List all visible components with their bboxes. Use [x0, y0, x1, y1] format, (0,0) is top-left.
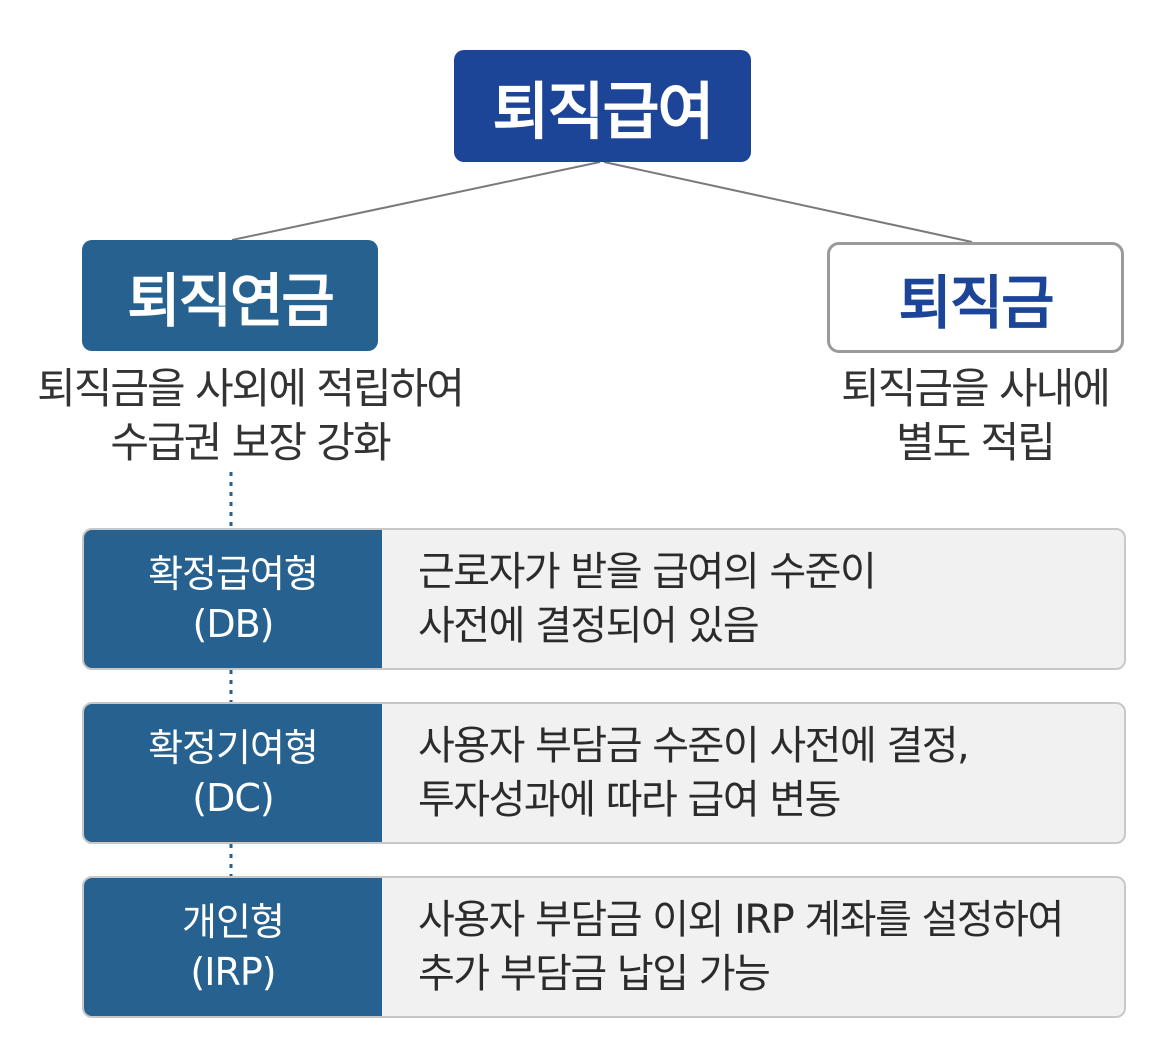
type-row-irp: 개인형 (IRP) 사용자 부담금 이외 IRP 계좌를 설정하여 추가 부담금…: [82, 876, 1126, 1018]
severance-desc-line2: 별도 적립: [896, 418, 1056, 467]
type-desc-line2: 추가 부담금 납입 가능: [418, 951, 771, 997]
type-row-db: 확정급여형 (DB) 근로자가 받을 급여의 수준이 사전에 결정되어 있음: [82, 528, 1126, 670]
type-code: (DC): [192, 776, 274, 820]
pension-description: 퇴직금을 사외에 적립하여 수급권 보장 강화: [10, 362, 490, 470]
severance-node: 퇴직금: [827, 242, 1124, 353]
type-label-db: 확정급여형 (DB): [84, 530, 382, 668]
type-description-db: 근로자가 받을 급여의 수준이 사전에 결정되어 있음: [382, 530, 1124, 668]
pension-node: 퇴직연금: [82, 240, 378, 351]
severance-description: 퇴직금을 사내에 별도 적립: [800, 362, 1150, 470]
type-desc-line2: 사전에 결정되어 있음: [418, 603, 760, 649]
pension-desc-line1: 퇴직금을 사외에 적립하여: [37, 364, 465, 413]
connector-root-left: [231, 161, 601, 241]
pension-node-label: 퇴직연금: [127, 266, 334, 335]
connector-root-right: [603, 161, 973, 243]
severance-desc-line1: 퇴직금을 사내에: [841, 364, 1111, 413]
type-desc-line1: 사용자 부담금 이외 IRP 계좌를 설정하여: [418, 897, 1064, 943]
pension-desc-line2: 수급권 보장 강화: [110, 418, 391, 467]
type-row-dc: 확정기여형 (DC) 사용자 부담금 수준이 사전에 결정, 투자성과에 따라 …: [82, 702, 1126, 844]
type-description-dc: 사용자 부담금 수준이 사전에 결정, 투자성과에 따라 급여 변동: [382, 704, 1124, 842]
type-desc-line1: 근로자가 받을 급여의 수준이: [418, 549, 877, 595]
type-description-irp: 사용자 부담금 이외 IRP 계좌를 설정하여 추가 부담금 납입 가능: [382, 878, 1124, 1016]
type-label-dc: 확정기여형 (DC): [84, 704, 382, 842]
severance-node-label: 퇴직금: [898, 268, 1054, 337]
type-label-irp: 개인형 (IRP): [84, 878, 382, 1016]
type-name: 확정급여형: [148, 552, 319, 596]
type-desc-line2: 투자성과에 따라 급여 변동: [418, 777, 841, 823]
type-name: 개인형: [182, 900, 285, 944]
type-code: (IRP): [190, 950, 276, 994]
type-code: (DB): [192, 602, 275, 646]
root-node: 퇴직급여: [454, 50, 751, 162]
root-node-label: 퇴직급여: [492, 75, 714, 148]
type-desc-line1: 사용자 부담금 수준이 사전에 결정,: [418, 723, 970, 769]
type-name: 확정기여형: [148, 726, 319, 770]
